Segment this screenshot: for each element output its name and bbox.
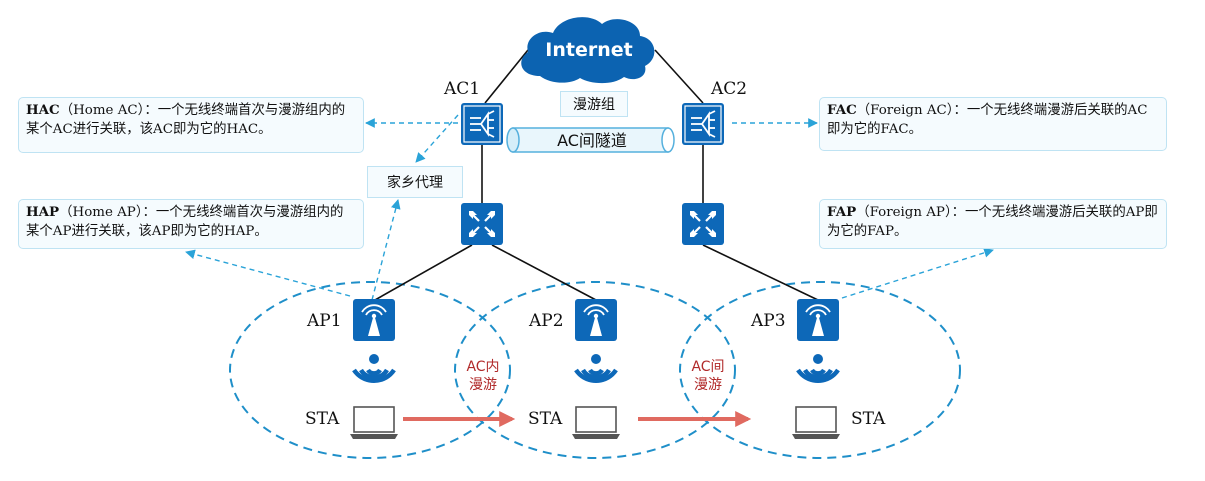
coverage-ap3 [679,281,961,459]
wifi-signal-icon [574,354,618,383]
ap1-label: AP1 [307,311,342,331]
hap-description: （Home AP）：一个无线终端首次与漫游组内的某个AP进行关联，该AP即为它的… [26,205,344,239]
pointer-fap [841,248,994,299]
internet-cloud-icon [521,17,655,84]
switch-icon [690,211,716,237]
hac-term: HAC [26,102,60,118]
sta2-label: STA [528,409,563,429]
link-switch1-ap1 [374,244,473,301]
access-point-icon [361,304,387,336]
hac-callout: HAC（Home AC）：一个无线终端首次与漫游组内的某个AC进行关联，该AC即… [18,97,364,153]
pointer-home-agent [415,114,459,163]
pointer-ap1-home-agent [371,199,401,301]
access-point-icon [583,304,609,336]
ac2-label: AC2 [711,79,748,99]
internet-label: Internet [545,39,632,61]
fap-callout: FAP（Foreign AP）：一个无线终端漫游后关联的AP即为它的FAP。 [819,199,1167,249]
link-ac2-internet [654,49,704,104]
fap-description: （Foreign AP）：一个无线终端漫游后关联的AP即为它的FAP。 [827,205,1158,239]
link-switch2-ap3 [702,244,819,301]
fac-term: FAC [827,102,857,118]
intra-ac-roaming-label: AC内 漫游 [453,358,513,394]
ap1-device[interactable] [353,299,395,341]
home-agent-tag: 家乡代理 [367,166,463,198]
access-point-icon [805,304,831,336]
fac-callout: FAC（Foreign AC）：一个无线终端漫游后关联的AC即为它的FAC。 [819,97,1167,151]
ap2-device[interactable] [575,299,617,341]
intra-ac-roaming-line1: AC内 [466,359,500,375]
ac-tunnel [506,127,675,153]
wifi-signal-icon [796,354,840,383]
ac1-label: AC1 [444,79,481,99]
ac2-device[interactable] [682,103,724,145]
switch-2[interactable] [682,203,724,245]
fap-term: FAP [827,204,857,220]
link-ac1-internet [484,49,529,104]
hap-term: HAP [26,204,60,220]
pointer-hap [185,249,351,297]
laptop-icon [572,406,620,439]
inter-ac-roaming-line2: 漫游 [694,377,722,393]
coverage-ap1 [229,281,511,459]
sta1-label: STA [305,409,340,429]
sta3-label: STA [851,409,886,429]
laptop-icon [792,406,840,439]
wifi-signal-icon [352,354,396,383]
switch-icon [469,211,495,237]
inter-ac-roaming-label: AC间 漫游 [678,358,738,394]
ap3-device[interactable] [797,299,839,341]
intra-ac-roaming-line2: 漫游 [469,377,497,393]
ap2-label: AP2 [529,311,564,331]
hac-description: （Home AC）：一个无线终端首次与漫游组内的某个AC进行关联，该AC即为它的… [26,103,346,137]
ap3-label: AP3 [751,311,786,331]
access-controller-icon [684,105,722,143]
inter-ac-roaming-line1: AC间 [691,359,725,375]
coverage-ap2 [454,281,736,459]
ac1-device[interactable] [461,103,503,145]
link-switch1-ap2 [491,244,597,301]
switch-1[interactable] [461,203,503,245]
roaming-group-tag: 漫游组 [560,91,628,117]
laptop-icon [350,406,398,439]
tunnel-label: AC间隧道 [557,131,627,150]
fac-description: （Foreign AC）：一个无线终端漫游后关联的AC即为它的FAC。 [827,103,1148,137]
access-controller-icon [463,105,501,143]
hap-callout: HAP（Home AP）：一个无线终端首次与漫游组内的某个AP进行关联，该AP即… [18,199,364,249]
